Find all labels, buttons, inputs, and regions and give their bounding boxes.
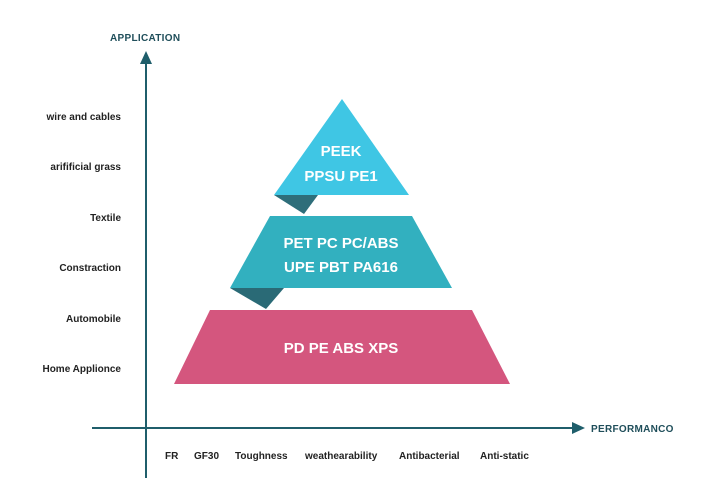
pyramid-tier-middle: PET PC PC/ABS UPE PBT PA616 [230,216,452,288]
x-axis-title: PERFORMANCO [591,424,674,435]
tier-bottom-shape [174,310,510,384]
tier-middle-shape [230,216,452,288]
pyramid-tier-bottom: PD PE ABS XPS [174,310,510,384]
application-label: Home Applionce [42,364,121,375]
application-label: Textile [90,213,121,224]
application-label: arifificial grass [50,162,121,173]
performance-label: Toughness [235,451,288,462]
performance-label: GF30 [194,451,219,462]
performance-label: FR [165,451,179,462]
application-label: Automobile [66,314,121,325]
tier-middle-fold [230,288,284,309]
tier-top-fold [274,195,318,214]
performance-label: Antibacterial [399,451,460,462]
tier-middle-text-line2: UPE PBT PA616 [284,259,398,276]
tier-top-text-line1: PEEK [321,143,362,160]
tier-middle-text-line1: PET PC PC/ABS [283,235,398,252]
application-label: Constraction [59,263,121,274]
tier-top-shape [274,99,409,195]
tier-bottom-text: PD PE ABS XPS [284,340,398,357]
x-axis-arrow-icon [572,422,585,434]
y-axis-arrow-icon [140,51,152,64]
tier-top-text-line2: PPSU PE1 [304,168,377,185]
application-label: wire and cables [46,112,122,123]
performance-label: weathearability [304,451,378,462]
pyramid-tier-top: PEEK PPSU PE1 [274,99,409,195]
performance-label: Anti-static [480,451,529,462]
y-axis-title: APPLICATION [110,33,180,44]
